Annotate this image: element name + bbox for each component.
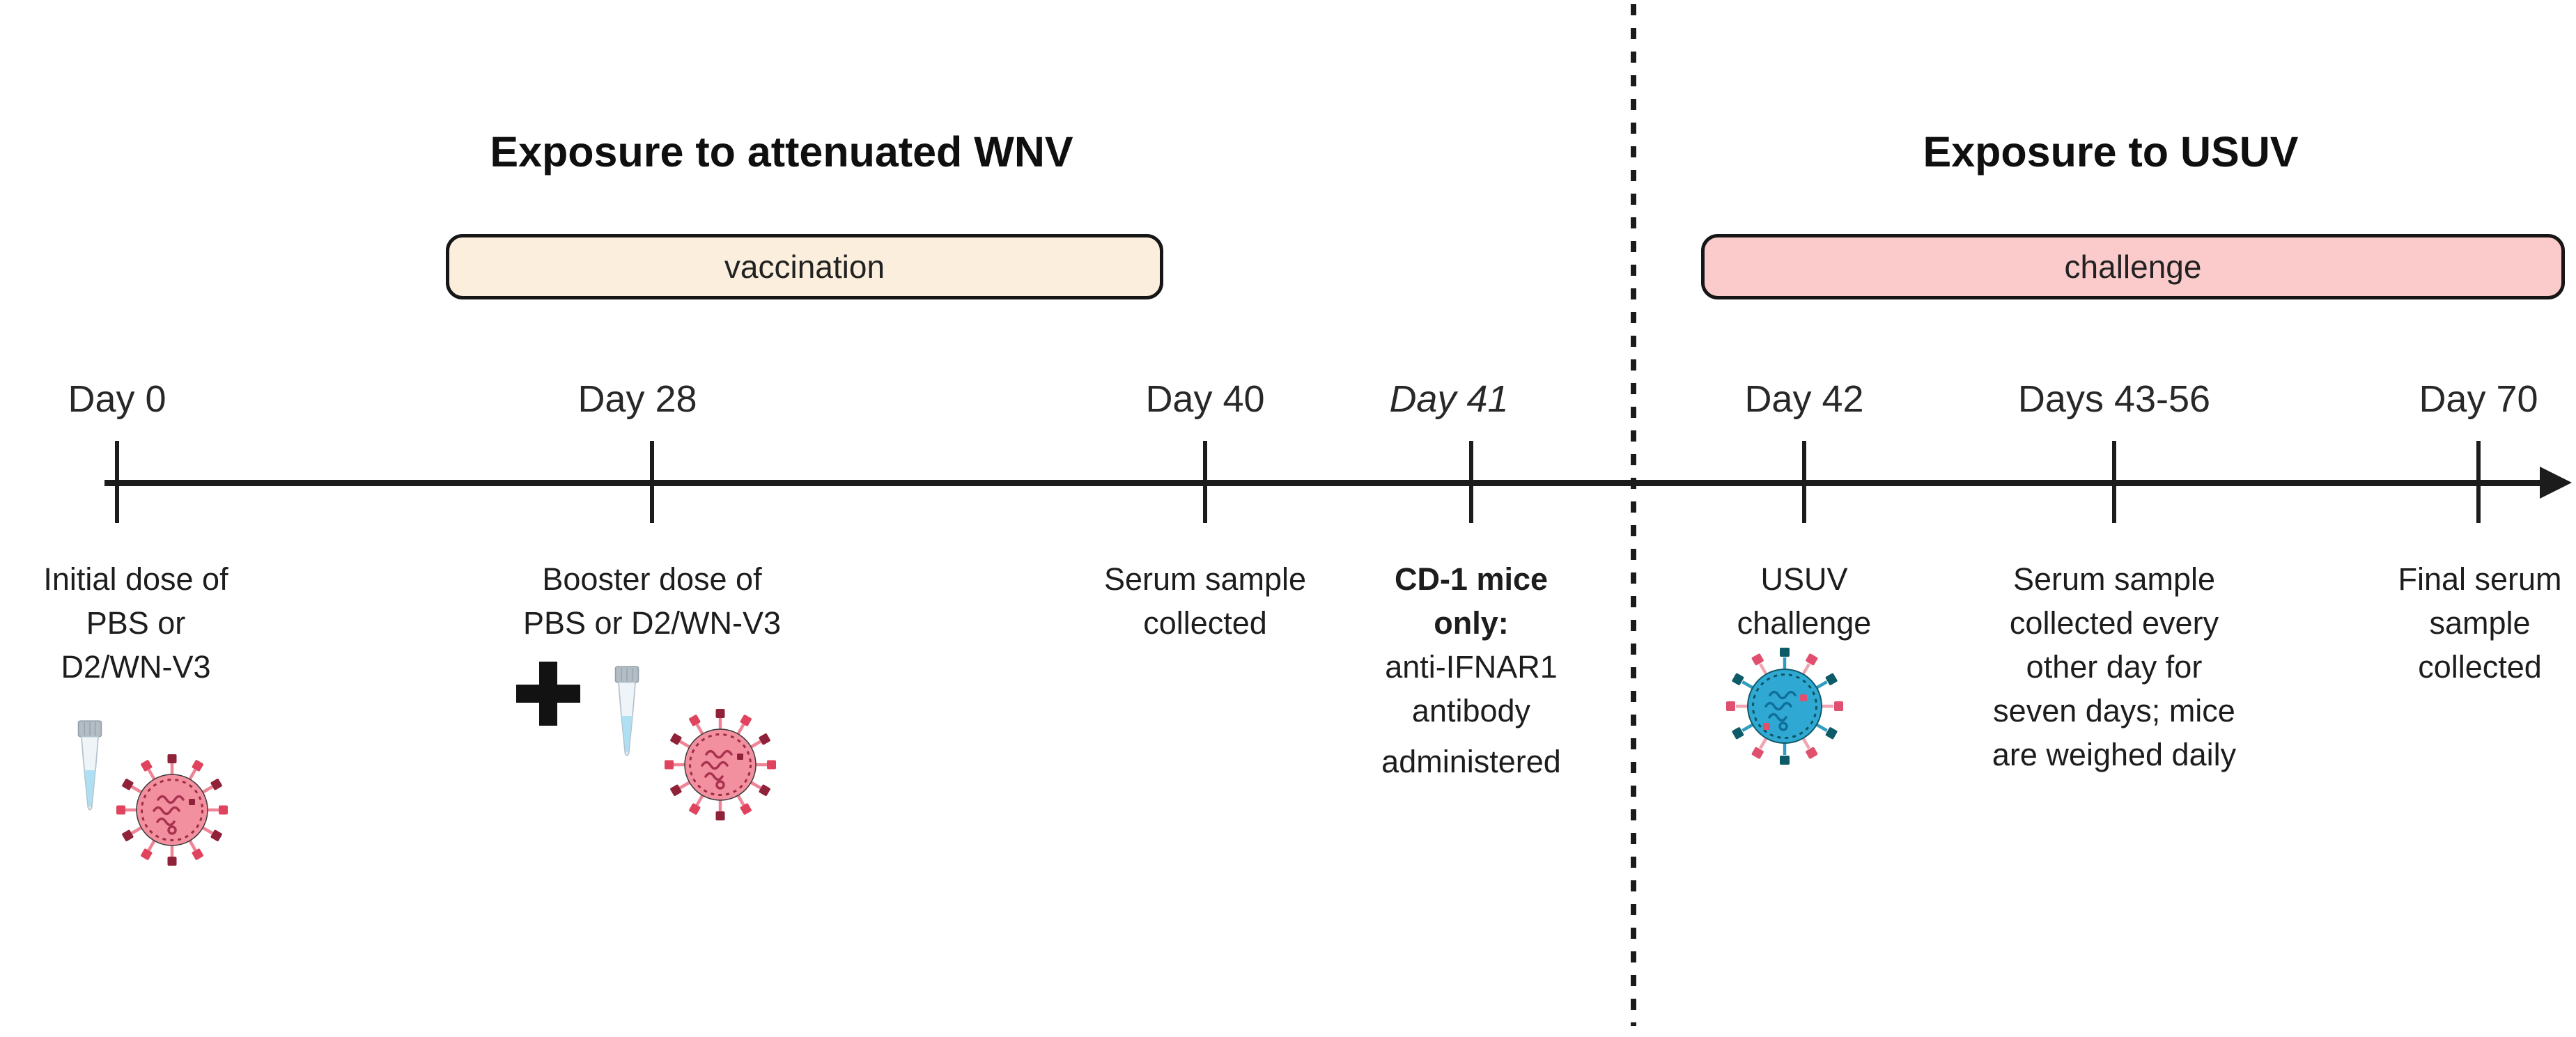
spikes bbox=[116, 754, 228, 866]
spikes bbox=[1726, 648, 1843, 765]
event-desc-day-40: Serum sample collected bbox=[1052, 557, 1358, 645]
usuv-virion-icon bbox=[1726, 648, 1843, 765]
timeline-arrowhead-icon bbox=[2540, 467, 2572, 499]
tick-day-41 bbox=[1469, 441, 1473, 523]
tick-day-28 bbox=[650, 441, 654, 523]
tick-days-43-56 bbox=[2112, 441, 2116, 523]
desc-line: administered bbox=[1381, 744, 1561, 779]
desc-line: PBS or D2/WN-V3 bbox=[522, 605, 782, 641]
day-label-day-0: Day 0 bbox=[68, 378, 166, 420]
event-desc-day-42: USUV challenge bbox=[1700, 557, 1909, 645]
day-label-days-43-56: Days 43-56 bbox=[2017, 378, 2211, 420]
desc-line: antibody bbox=[1411, 693, 1531, 728]
desc-line: Final serum bbox=[2398, 561, 2562, 597]
tick-day-0 bbox=[115, 441, 119, 523]
day-label-day-70: Day 70 bbox=[2419, 378, 2538, 420]
day-label-day-28: Day 28 bbox=[577, 378, 697, 420]
event-desc-day-41: CD-1 mice only: anti-IFNAR1 antibody adm… bbox=[1325, 557, 1617, 783]
timeline-axis bbox=[104, 480, 2546, 486]
desc-line: Serum sample bbox=[2012, 561, 2216, 597]
microcentrifuge-tube-icon bbox=[614, 666, 639, 756]
day-label-day-42: Day 42 bbox=[1744, 378, 1864, 420]
spikes bbox=[665, 709, 776, 820]
event-desc-days-43-56: Serum sample collected every other day f… bbox=[1957, 557, 2271, 777]
day-label-day-41: Day 41 bbox=[1389, 378, 1509, 420]
desc-line: other day for bbox=[2026, 649, 2203, 685]
desc-line: collected bbox=[1143, 605, 1267, 641]
desc-line: challenge bbox=[1737, 605, 1872, 641]
tick-day-70 bbox=[2476, 441, 2481, 523]
desc-line: Serum sample bbox=[1103, 561, 1307, 597]
event-desc-day-0: Initial dose of PBS or D2/WN-V3 bbox=[0, 557, 272, 689]
attenuated-wnv-virion-icon bbox=[116, 754, 228, 866]
desc-line: are weighed daily bbox=[1992, 737, 2237, 772]
desc-line: USUV bbox=[1760, 561, 1848, 597]
plus-icon bbox=[516, 662, 580, 726]
challenge-band: challenge bbox=[1701, 234, 2565, 299]
vaccination-band-label: vaccination bbox=[724, 249, 885, 285]
day-label-day-40: Day 40 bbox=[1145, 378, 1265, 420]
desc-line: collected bbox=[2418, 649, 2542, 685]
challenge-band-label: challenge bbox=[2064, 249, 2202, 285]
desc-line: D2/WN-V3 bbox=[61, 649, 211, 685]
desc-line: Booster dose of bbox=[542, 561, 762, 597]
desc-line: PBS or bbox=[86, 605, 186, 641]
phase-title-usuv: Exposure to USUV bbox=[1923, 128, 2299, 176]
tick-day-40 bbox=[1203, 441, 1207, 523]
attenuated-wnv-virion-icon bbox=[665, 709, 776, 820]
event-desc-day-70: Final serum sample collected bbox=[2358, 557, 2576, 689]
desc-line-bold: CD-1 mice bbox=[1394, 561, 1549, 597]
desc-line: seven days; mice bbox=[1993, 693, 2235, 728]
desc-line: anti-IFNAR1 bbox=[1385, 649, 1558, 685]
desc-line-bold: only: bbox=[1434, 605, 1509, 641]
phase-title-wnv: Exposure to attenuated WNV bbox=[490, 128, 1073, 176]
microcentrifuge-tube-icon bbox=[77, 720, 102, 811]
desc-line: sample bbox=[2429, 605, 2531, 641]
desc-line: collected every bbox=[2009, 605, 2219, 641]
desc-line: Initial dose of bbox=[43, 561, 228, 597]
event-desc-day-28: Booster dose of PBS or D2/WN-V3 bbox=[499, 557, 805, 645]
vaccination-band: vaccination bbox=[446, 234, 1163, 299]
phase-divider-dashed-line bbox=[1631, 4, 1636, 1026]
tick-day-42 bbox=[1802, 441, 1806, 523]
